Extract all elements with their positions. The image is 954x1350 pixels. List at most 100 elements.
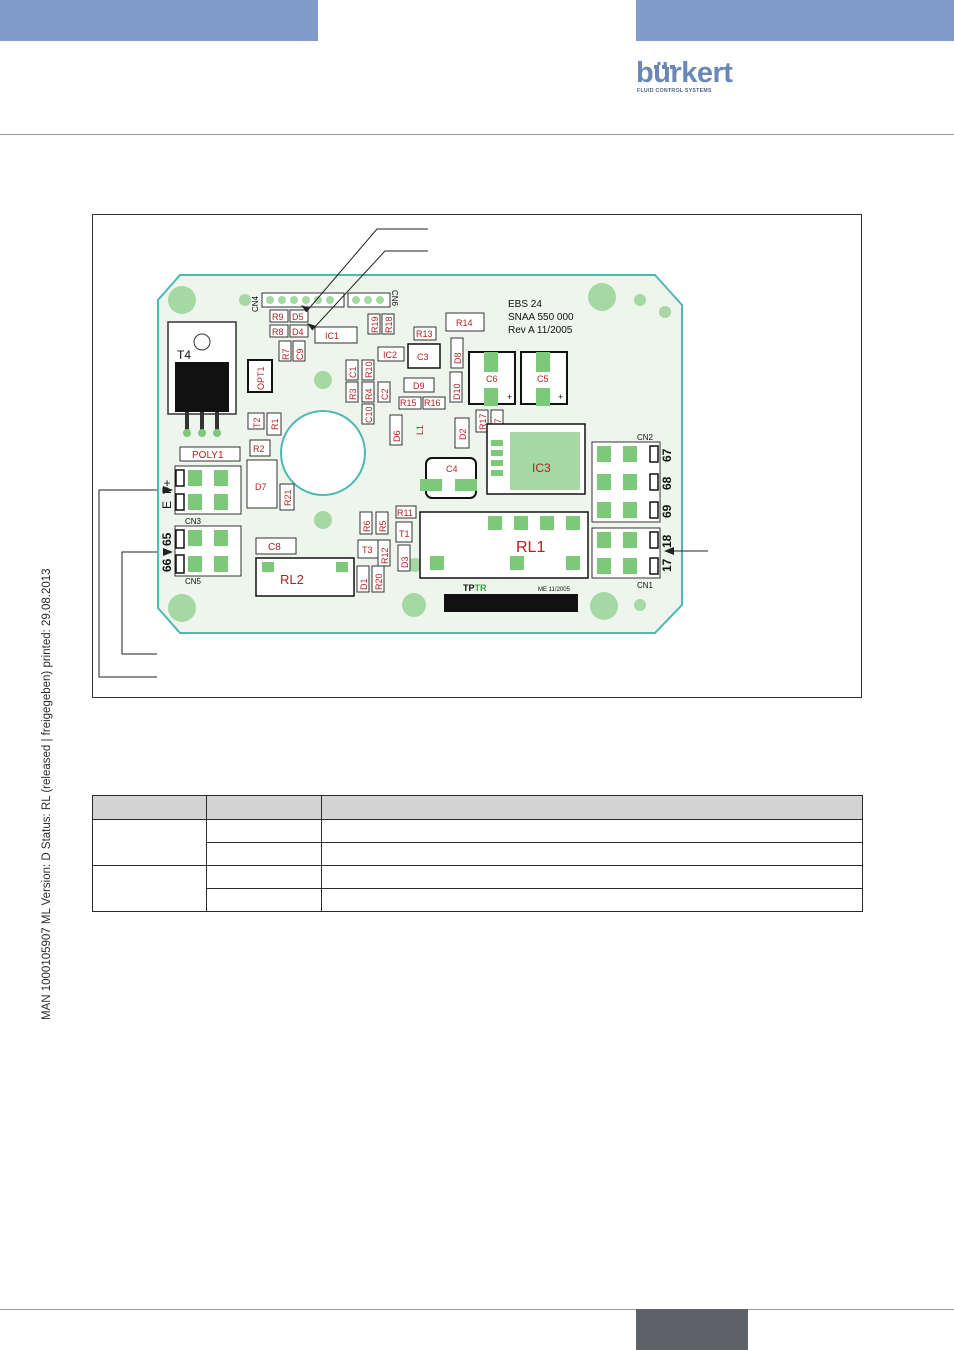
- t4-hole: [193, 333, 211, 351]
- terminal-68-label: 68: [660, 476, 674, 490]
- callout-arrowheads: [163, 305, 674, 556]
- rl1-label: RL1: [516, 539, 545, 556]
- component-labels-bottom: R6 R5 R11 T1 T3 D3 R12 D1 R20 C8: [268, 508, 413, 590]
- component-labels: R9 D5 R8 D4 R7 C9 IC1 R19 R18 IC2 C1 R3 …: [192, 312, 503, 506]
- c5-pad-b: [536, 388, 550, 406]
- svg-text:R1: R1: [270, 418, 280, 430]
- table-row: [92, 865, 863, 912]
- poly1-body: [179, 446, 241, 462]
- c4-pad-b: [455, 479, 477, 491]
- svg-text:L1: L1: [415, 425, 425, 435]
- opt1-label: OPT1: [256, 366, 266, 390]
- svg-text:R3: R3: [348, 388, 358, 400]
- header-rule: [0, 134, 954, 135]
- terminal-18-label: 18: [660, 534, 674, 548]
- c3-component: [407, 343, 441, 369]
- opt1-component: [247, 359, 273, 393]
- header-bar-right: [636, 0, 954, 41]
- cn1-terminal-block: [591, 527, 661, 579]
- svg-text:R20: R20: [374, 573, 384, 590]
- svg-text:R13: R13: [416, 329, 433, 339]
- table-cell: [321, 842, 863, 866]
- via-2: [659, 306, 671, 318]
- svg-text:D8: D8: [453, 352, 463, 364]
- cn3-label: CN3: [185, 517, 202, 526]
- terminal-66-label: 66: [160, 558, 174, 572]
- svg-text:C2: C2: [380, 388, 390, 400]
- ic3-pins: [491, 440, 503, 476]
- via-4: [408, 558, 422, 572]
- table-cell: [206, 888, 322, 912]
- rl1-relay: [419, 511, 589, 579]
- mounting-hole-bm: [402, 593, 426, 617]
- svg-text:D7: D7: [255, 482, 267, 492]
- svg-text:D3: D3: [400, 556, 410, 568]
- svg-text:C9: C9: [295, 348, 305, 360]
- ic3-core: [510, 432, 580, 490]
- svg-text:C1: C1: [348, 366, 358, 378]
- terminal-e-label: E: [160, 501, 174, 509]
- via-1: [634, 294, 646, 306]
- c4-label: C4: [446, 464, 458, 474]
- logo-dots: [654, 56, 678, 74]
- svg-text:C10: C10: [364, 406, 374, 423]
- c6-pad-b: [484, 388, 498, 406]
- table-header-row: [92, 795, 863, 820]
- svg-text:POLY1: POLY1: [192, 450, 224, 461]
- table-cell: [206, 819, 322, 843]
- svg-text:R5: R5: [378, 520, 388, 532]
- via-7: [634, 599, 646, 611]
- cn5-terminal-block: [174, 525, 242, 577]
- svg-text:R21: R21: [283, 489, 293, 506]
- mounting-hole-m2: [314, 511, 332, 529]
- cn5-label: CN5: [185, 577, 202, 586]
- svg-text:R12: R12: [380, 547, 390, 564]
- figure-frame: [92, 214, 862, 698]
- svg-text:D4: D4: [292, 327, 304, 337]
- cn3-terminal-block: [174, 465, 242, 515]
- t4-pad-1: [183, 429, 191, 437]
- header-bar-left: [0, 0, 318, 41]
- svg-text:T3: T3: [362, 545, 373, 555]
- svg-text:R8: R8: [272, 327, 284, 337]
- terminal-17-label: 17: [660, 558, 674, 572]
- svg-text:R17: R17: [478, 413, 488, 430]
- svg-text:R10: R10: [364, 361, 374, 378]
- c5-pad-a: [536, 352, 550, 372]
- cn2-label: CN2: [637, 433, 654, 442]
- table-header-cell: [92, 795, 207, 820]
- header-pins: [266, 296, 384, 304]
- logo-tagline: FLUID CONTROL SYSTEMS: [637, 88, 712, 94]
- table-row: [93, 888, 863, 912]
- terminal-65-label: 65: [160, 532, 174, 546]
- svg-text:R15: R15: [400, 398, 417, 408]
- table-row: [93, 842, 863, 866]
- table-header-cell: [206, 795, 322, 820]
- table-cell: [206, 865, 322, 889]
- svg-text:D10: D10: [452, 383, 462, 400]
- table-cell: [321, 865, 863, 889]
- board-revision: Rev A 11/2005: [508, 325, 573, 336]
- mounting-hole-tr: [588, 283, 616, 311]
- rl2-pad-a: [262, 562, 274, 572]
- t4-label: T4: [177, 348, 191, 362]
- table-row: [92, 819, 863, 866]
- t4-body: [175, 362, 229, 412]
- cn1-label: CN1: [637, 581, 654, 590]
- svg-text:R14: R14: [456, 318, 473, 328]
- mounting-hole-m1: [314, 371, 332, 389]
- svg-text:IC2: IC2: [383, 350, 397, 360]
- c3-label: C3: [417, 352, 429, 362]
- table-cell: [92, 819, 207, 866]
- svg-text:R11: R11: [397, 508, 413, 518]
- table-header-cell: [321, 795, 863, 820]
- sub-mark: ME 11/2005: [538, 587, 571, 593]
- mounting-hole-br: [590, 592, 618, 620]
- svg-text:D6: D6: [392, 430, 402, 442]
- ic3-label: IC3: [532, 461, 551, 475]
- svg-text:R4: R4: [364, 388, 374, 400]
- barcode-strip: [444, 594, 578, 612]
- t4-lead-3: [215, 412, 219, 432]
- terminal-67-label: 67: [660, 448, 674, 462]
